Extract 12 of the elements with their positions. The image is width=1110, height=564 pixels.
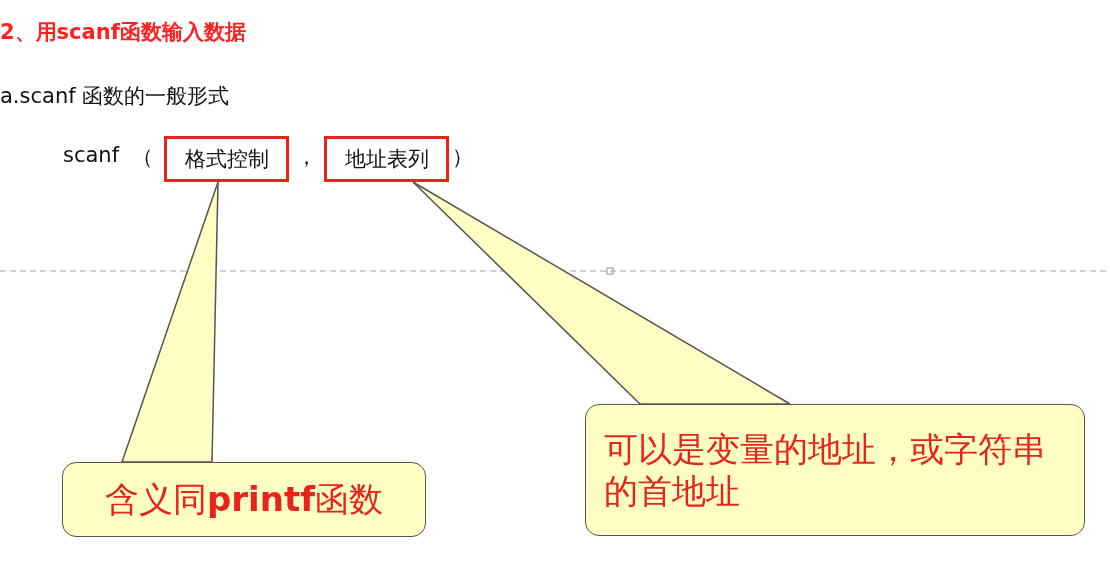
subheading: a.scanf 函数的一般形式 bbox=[0, 83, 230, 110]
code-text: ， bbox=[296, 144, 317, 171]
callout-text: 可以是变量的地址，或字符串的首地址 bbox=[604, 427, 1047, 513]
callout-bubble bbox=[62, 462, 426, 537]
code-text: scanf bbox=[63, 143, 120, 167]
code-text: （ bbox=[132, 144, 153, 171]
code-text: ） bbox=[452, 144, 473, 171]
highlight-box: 格式控制 bbox=[164, 136, 289, 182]
slide-title: 2、用scanf函数输入数据 bbox=[0, 19, 246, 46]
highlight-box: 地址表列 bbox=[324, 136, 449, 182]
callout-text: 含义同printf函数 bbox=[105, 478, 383, 521]
callout-bubble bbox=[585, 404, 1085, 536]
